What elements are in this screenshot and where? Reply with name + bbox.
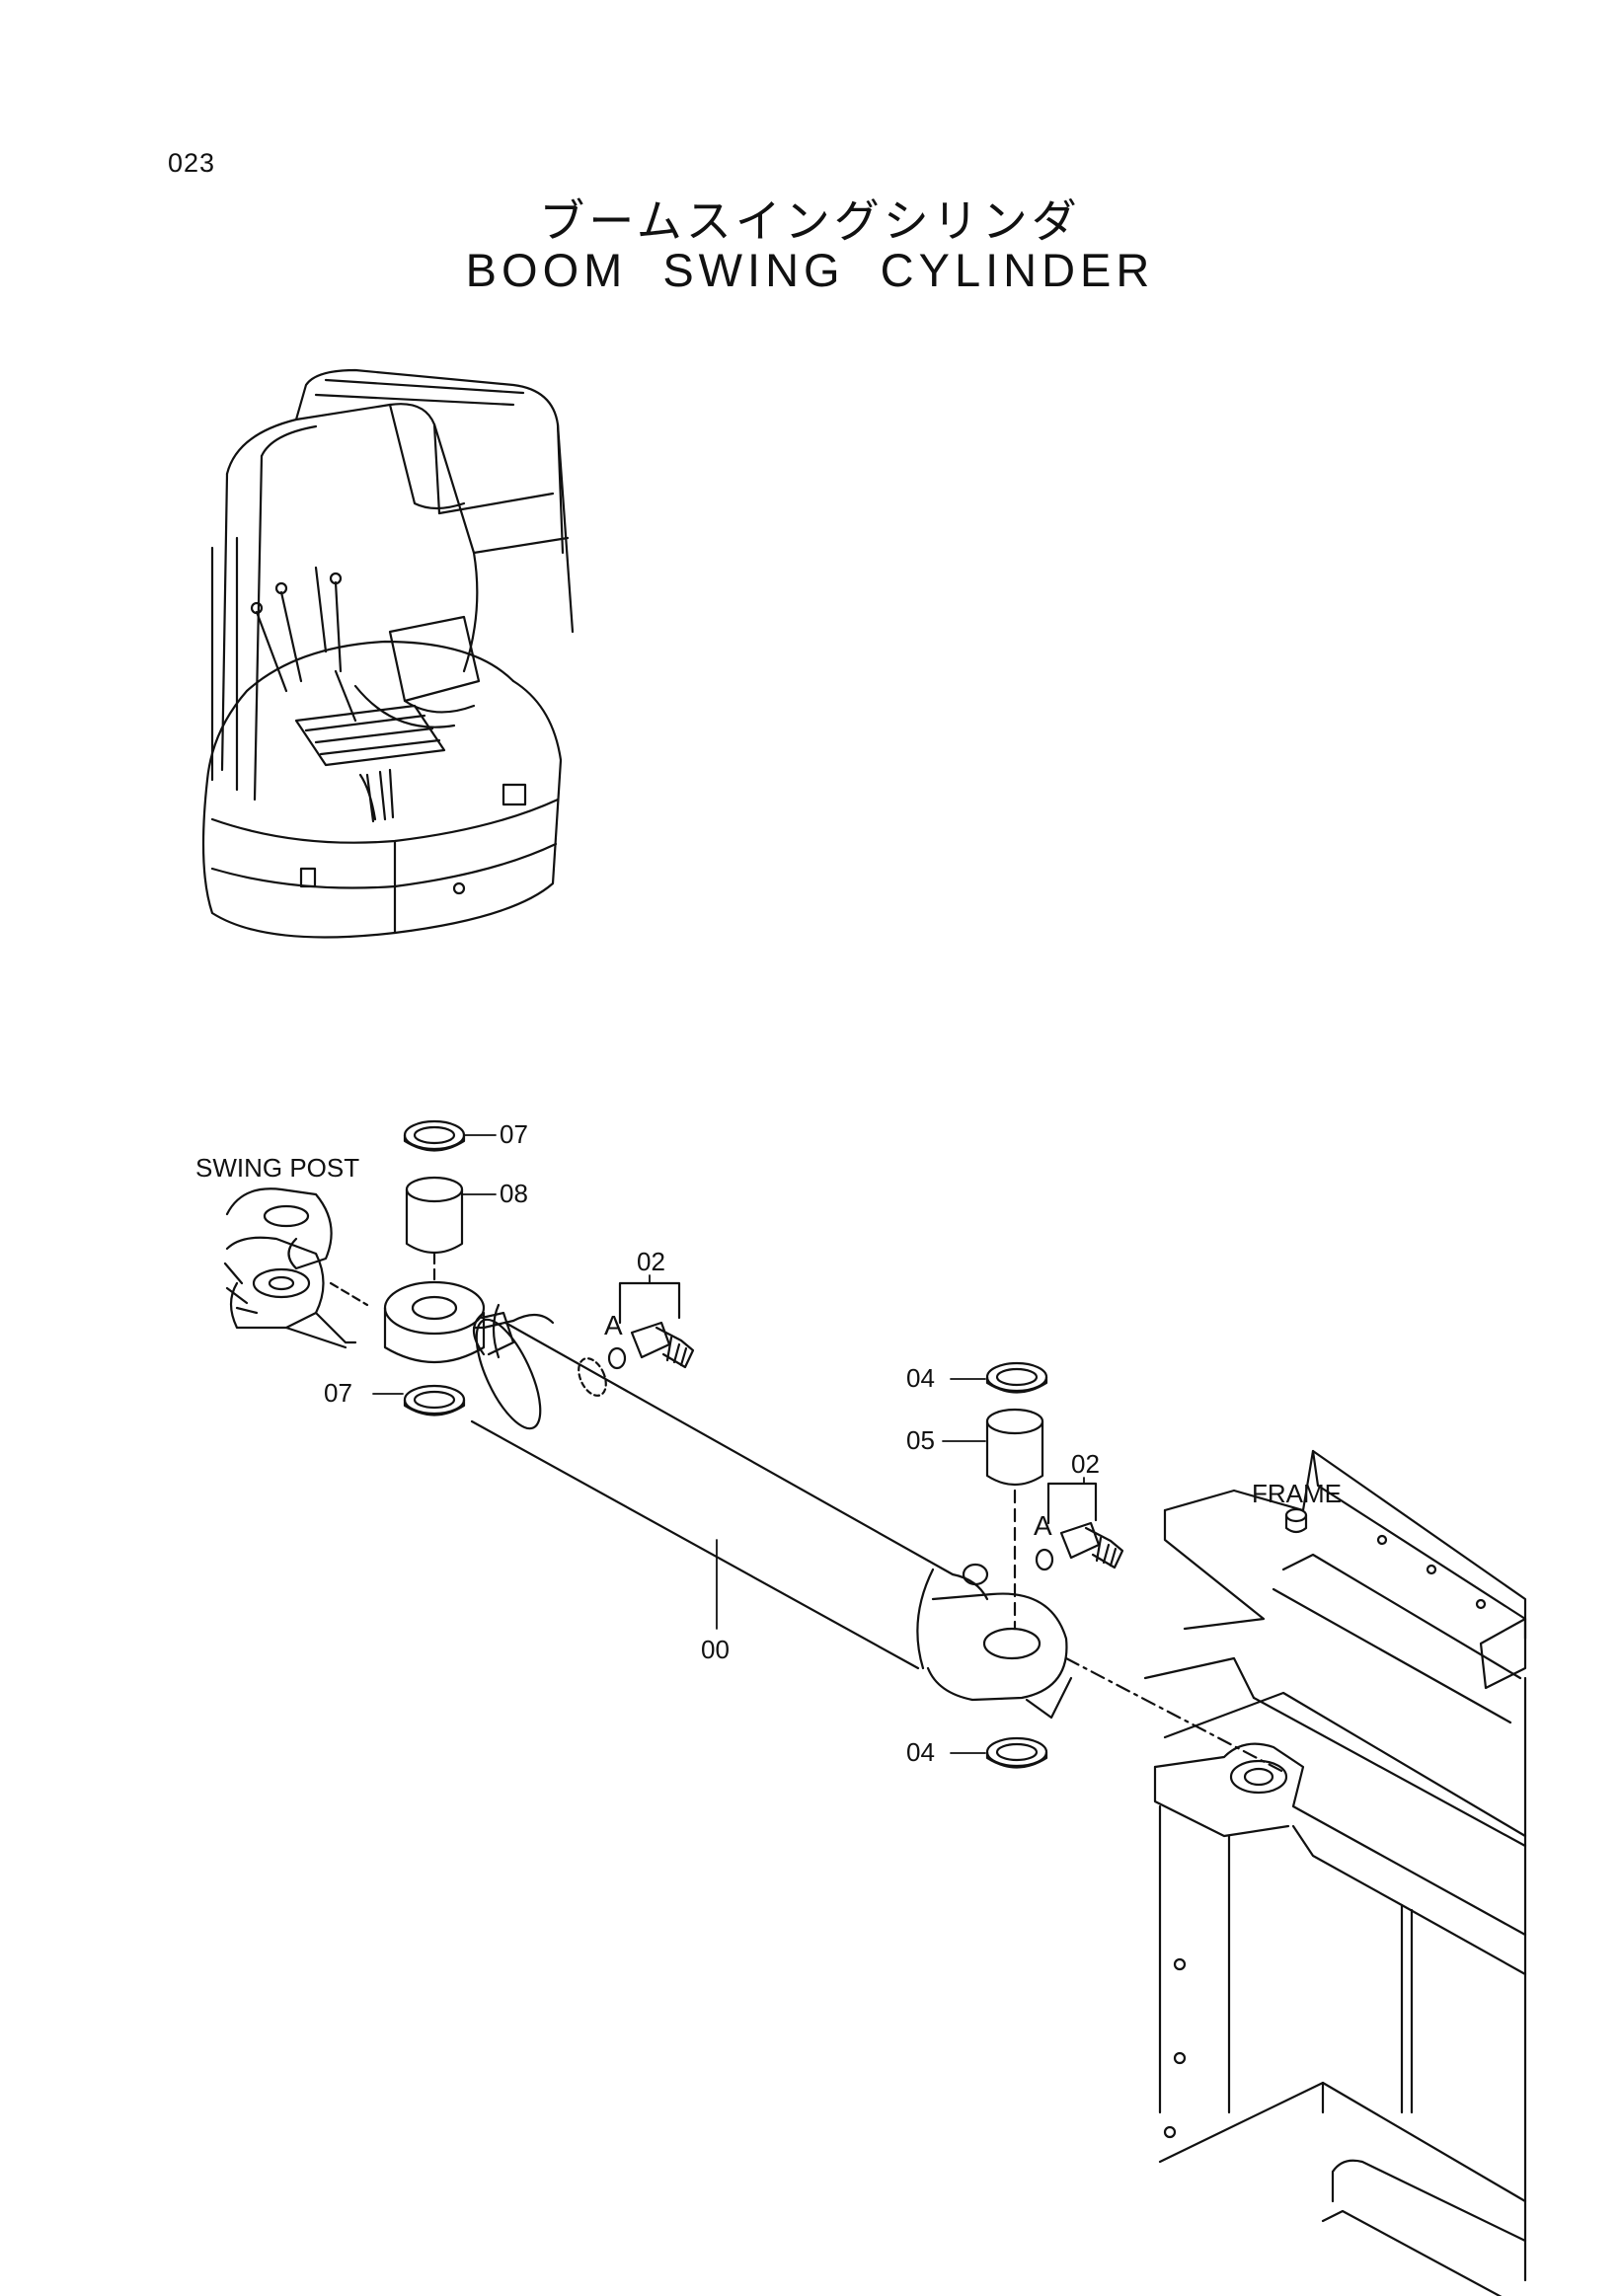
label-swing-post: SWING POST — [195, 1153, 359, 1183]
elbow-fitting-left — [607, 1281, 695, 1370]
callout-07-top: 07 — [500, 1119, 528, 1149]
page-number: 023 — [168, 148, 216, 178]
title-english: BOOM SWING CYLINDER — [465, 244, 1155, 296]
axis-line-frame — [1064, 1656, 1285, 1774]
frame-illustration — [1143, 1449, 1527, 2296]
callout-08: 08 — [500, 1179, 528, 1208]
callout-05: 05 — [906, 1425, 935, 1455]
callout-04-top: 04 — [906, 1363, 935, 1393]
callout-04-bottom: 04 — [906, 1737, 935, 1767]
swing-post-illustration — [223, 1187, 369, 1349]
seal-04-bottom — [985, 1736, 1048, 1769]
label-frame: FRAME — [1252, 1479, 1342, 1508]
title-japanese: ブームスイングシリンダ — [539, 194, 1081, 248]
callout-02-left: 02 — [637, 1247, 665, 1276]
callout-02-right: 02 — [1071, 1449, 1100, 1479]
rod-end-eye — [383, 1280, 486, 1363]
cylinder-body — [470, 1303, 1073, 1720]
elbow-fitting-right — [1035, 1482, 1124, 1571]
seal-07-bottom — [403, 1384, 466, 1416]
callout-00: 00 — [701, 1635, 730, 1664]
bushing-08 — [405, 1176, 464, 1255]
leader-lines — [372, 1134, 1085, 1754]
seal-07-top — [403, 1119, 466, 1152]
label-detail-a-left: A — [604, 1310, 623, 1340]
seal-04-top — [985, 1361, 1048, 1394]
bushing-05 — [985, 1408, 1044, 1487]
machine-overview-illustration — [201, 368, 575, 939]
label-detail-a-right: A — [1034, 1510, 1052, 1541]
callout-07-bottom: 07 — [324, 1378, 352, 1408]
